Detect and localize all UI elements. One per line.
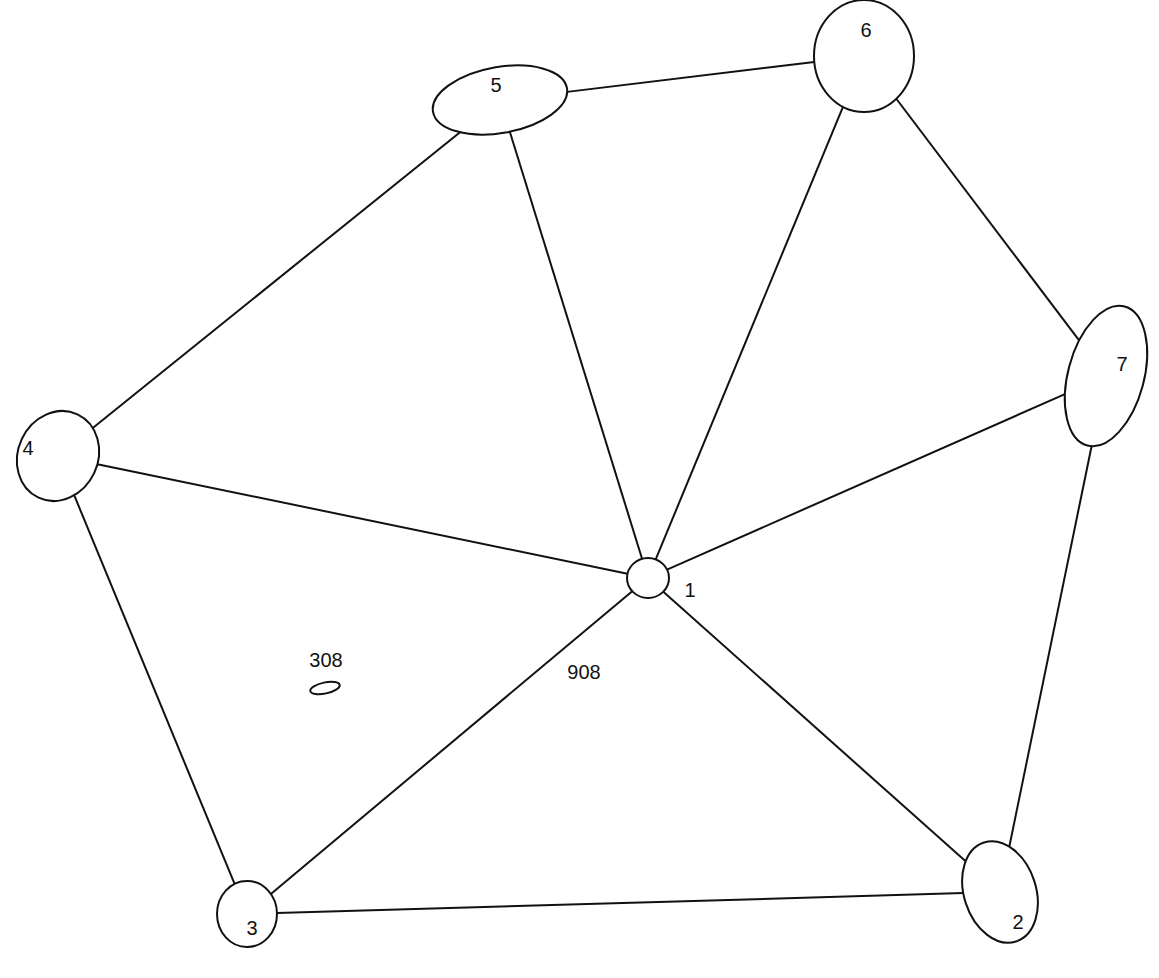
station-number: 1 bbox=[684, 580, 695, 600]
ellipse-outline bbox=[814, 0, 914, 112]
scale-error-ellipse bbox=[309, 680, 341, 697]
error-ellipse bbox=[624, 554, 672, 602]
error-ellipse bbox=[211, 878, 283, 950]
observation-line bbox=[663, 592, 965, 862]
error-ellipse bbox=[429, 29, 571, 171]
observation-line bbox=[271, 591, 632, 894]
observation-line bbox=[93, 132, 460, 428]
station-number: 7 bbox=[1116, 354, 1127, 374]
error-ellipse bbox=[805, 0, 923, 115]
value-label: 908 bbox=[567, 662, 600, 682]
ellipse-outline bbox=[427, 56, 572, 145]
station-number: 2 bbox=[1012, 912, 1023, 932]
station-number: 5 bbox=[490, 75, 501, 95]
ellipse-outline bbox=[217, 881, 277, 947]
station-node: 7 bbox=[1031, 301, 1159, 451]
station-node: 6 bbox=[805, 0, 923, 115]
observation-line bbox=[667, 394, 1065, 569]
ellipse-outline bbox=[1051, 297, 1159, 456]
station-node: 2 bbox=[945, 837, 1055, 947]
station-node: 4 bbox=[9, 407, 107, 505]
observation-line bbox=[510, 132, 642, 559]
ellipse-outline bbox=[2, 397, 113, 514]
observation-line bbox=[97, 464, 627, 574]
ellipse-outline bbox=[627, 558, 669, 598]
station-node: 1 bbox=[624, 554, 672, 602]
station-number: 4 bbox=[22, 438, 33, 458]
observation-line bbox=[74, 495, 234, 884]
station-number: 3 bbox=[246, 918, 257, 938]
observation-line bbox=[896, 99, 1079, 341]
station-number: 6 bbox=[860, 20, 871, 40]
station-node: 3 bbox=[211, 878, 283, 950]
error-ellipse bbox=[1031, 301, 1159, 451]
observation-line bbox=[567, 62, 814, 92]
observation-line bbox=[277, 893, 963, 913]
value-label: 308 bbox=[309, 650, 342, 670]
error-ellipse bbox=[945, 837, 1055, 947]
observation-line bbox=[1009, 446, 1091, 847]
observation-line bbox=[656, 107, 843, 560]
station-node: 5 bbox=[429, 29, 571, 171]
ellipse-outline bbox=[950, 831, 1051, 952]
